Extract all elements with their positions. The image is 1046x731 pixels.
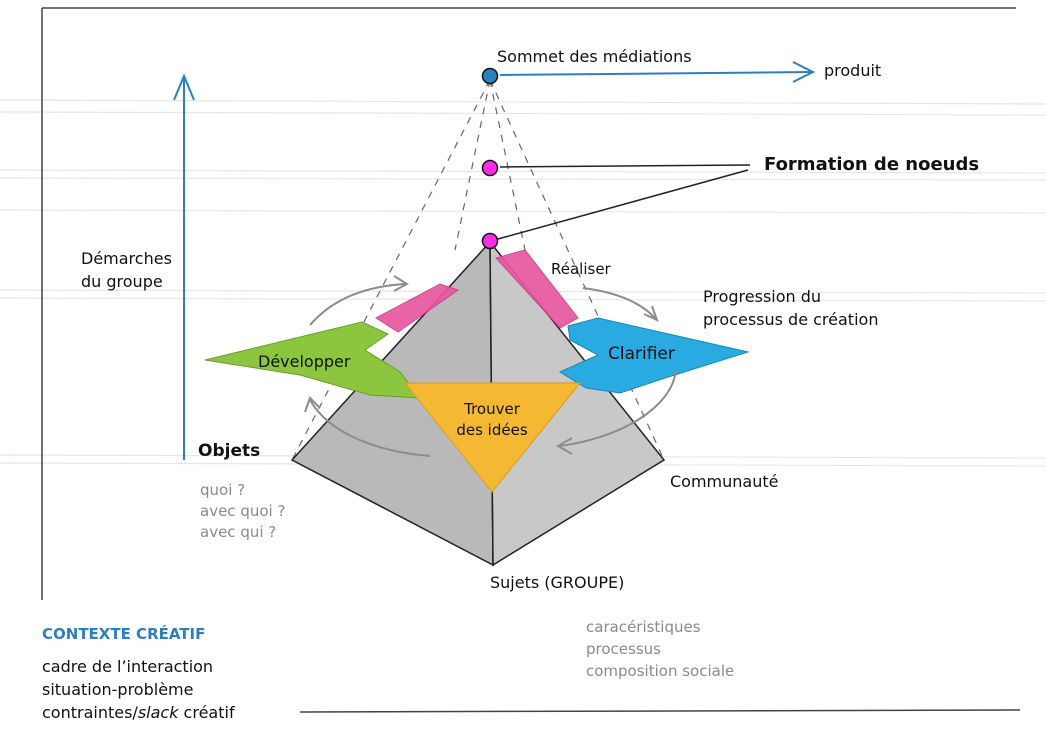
frame	[41, 7, 1021, 713]
subjects-title: Sujets (GROUPE)	[490, 573, 625, 592]
context-line3: contraintes/slack créatif	[42, 703, 235, 723]
trouver-panel	[403, 382, 582, 493]
summit-node	[481, 67, 499, 85]
objects-item: avec quoi ?	[200, 502, 286, 520]
context-line3-post: créatif	[178, 703, 235, 722]
clarifier-panel	[558, 317, 750, 394]
clarifier-label: Clarifier	[608, 344, 675, 364]
process-axis-arrow	[173, 73, 195, 460]
trouver-label-line2: des idées	[456, 421, 528, 439]
knots-label: Formation de noeuds	[764, 154, 980, 175]
context-line3-em: slack	[137, 703, 179, 722]
context-line1: cadre de l’interaction	[42, 657, 214, 676]
developper-label: Développer	[258, 352, 351, 371]
rotation-arrows	[304, 275, 677, 457]
axis-label-line1: Démarches	[81, 249, 172, 268]
progression-label-line1: Progression du	[703, 287, 822, 306]
progression-label-line2: processus de création	[703, 310, 879, 329]
knots-pointer-lines	[497, 164, 751, 240]
product-label: produit	[824, 61, 882, 80]
context-title: CONTEXTE CRÉATIF	[42, 625, 206, 643]
axis-label-line2: du groupe	[81, 272, 163, 291]
pyramid	[290, 239, 666, 567]
objects-item: quoi ?	[200, 481, 246, 499]
developper-panel	[204, 321, 422, 399]
realiser-label: Réaliser	[551, 260, 611, 278]
community-label: Communauté	[670, 472, 779, 491]
trouver-label-line1: Trouver	[464, 400, 520, 418]
dashed-projection-lines	[291, 79, 665, 461]
realiser-panel	[495, 249, 579, 329]
subjects-item: processus	[586, 640, 661, 658]
objects-item: avec qui ?	[200, 523, 277, 541]
knot-node-upper	[481, 159, 499, 177]
knot-node-lower	[481, 232, 499, 250]
context-line2: situation-problème	[42, 680, 194, 699]
subjects-item: composition sociale	[586, 662, 735, 680]
pink-left-panel	[375, 283, 460, 333]
context-line3-pre: contraintes/	[42, 703, 138, 722]
objects-title: Objets	[198, 441, 261, 461]
product-arrow	[499, 61, 816, 83]
summit-label: Sommet des médiations	[497, 47, 692, 66]
subjects-item: caracéristiques	[586, 618, 701, 636]
